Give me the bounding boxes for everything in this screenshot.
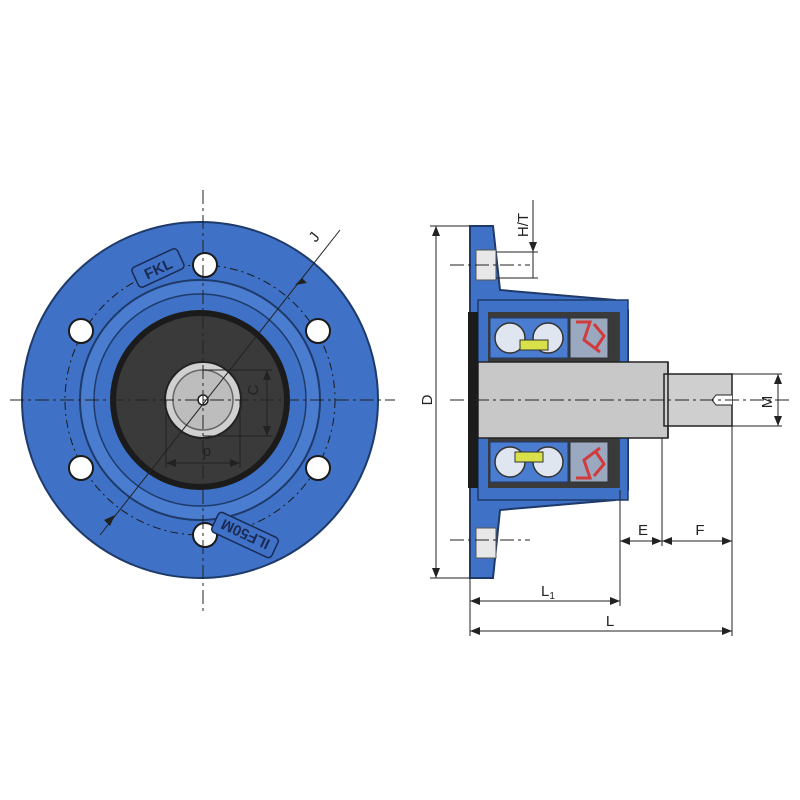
label-L1-subscript: 1 — [549, 591, 555, 602]
bolt-holes — [68, 252, 331, 548]
arrow-F-right — [722, 537, 732, 545]
arrow-L1-right — [610, 597, 620, 605]
arrow-J-top — [295, 278, 307, 285]
arrow-L-left — [470, 627, 480, 635]
label-C: C — [245, 384, 262, 395]
bolt-hole — [192, 252, 218, 278]
arrow-D-bottom — [432, 568, 440, 578]
side-end-cap — [468, 312, 478, 488]
bearing-cage-bottom — [514, 451, 544, 463]
arrow-d-left — [166, 459, 176, 467]
label-L1-main: L — [541, 583, 549, 600]
arrow-C-bottom — [263, 426, 271, 436]
arrow-J-bottom — [104, 515, 115, 526]
bolt-hole — [305, 318, 331, 344]
label-E: E — [638, 522, 648, 539]
label-D: D — [419, 394, 436, 405]
label-M: M — [759, 396, 776, 409]
arrow-HT — [529, 242, 537, 252]
arrow-E-left — [620, 537, 630, 545]
arrow-M-bottom — [774, 416, 782, 426]
seal-bottom — [569, 441, 609, 483]
bolt-hole — [305, 455, 331, 481]
side-view: D H/T M E F L1 L — [419, 200, 790, 636]
label-HT: H/T — [515, 213, 532, 237]
arrow-D-top — [432, 226, 440, 236]
bearing-ball — [494, 322, 526, 354]
front-view: FKL ILF50M J C d — [10, 190, 395, 612]
arrow-E-right — [652, 537, 662, 545]
label-L1: L1 — [541, 583, 555, 602]
label-F: F — [695, 522, 704, 539]
arrow-d-right — [230, 459, 240, 467]
arrow-M-top — [774, 374, 782, 384]
side-bolt-channel-bottom — [475, 527, 497, 559]
arrow-L1-left — [470, 597, 480, 605]
label-J: J — [305, 229, 323, 245]
arrow-L-right — [722, 627, 732, 635]
bolt-hole — [68, 318, 94, 344]
bolt-hole — [68, 455, 94, 481]
bearing-cage-top — [519, 339, 549, 351]
label-L: L — [606, 613, 614, 630]
arrow-C-top — [263, 370, 271, 380]
arrow-F-left — [662, 537, 672, 545]
label-d: d — [203, 444, 211, 461]
seal-top — [569, 317, 609, 359]
